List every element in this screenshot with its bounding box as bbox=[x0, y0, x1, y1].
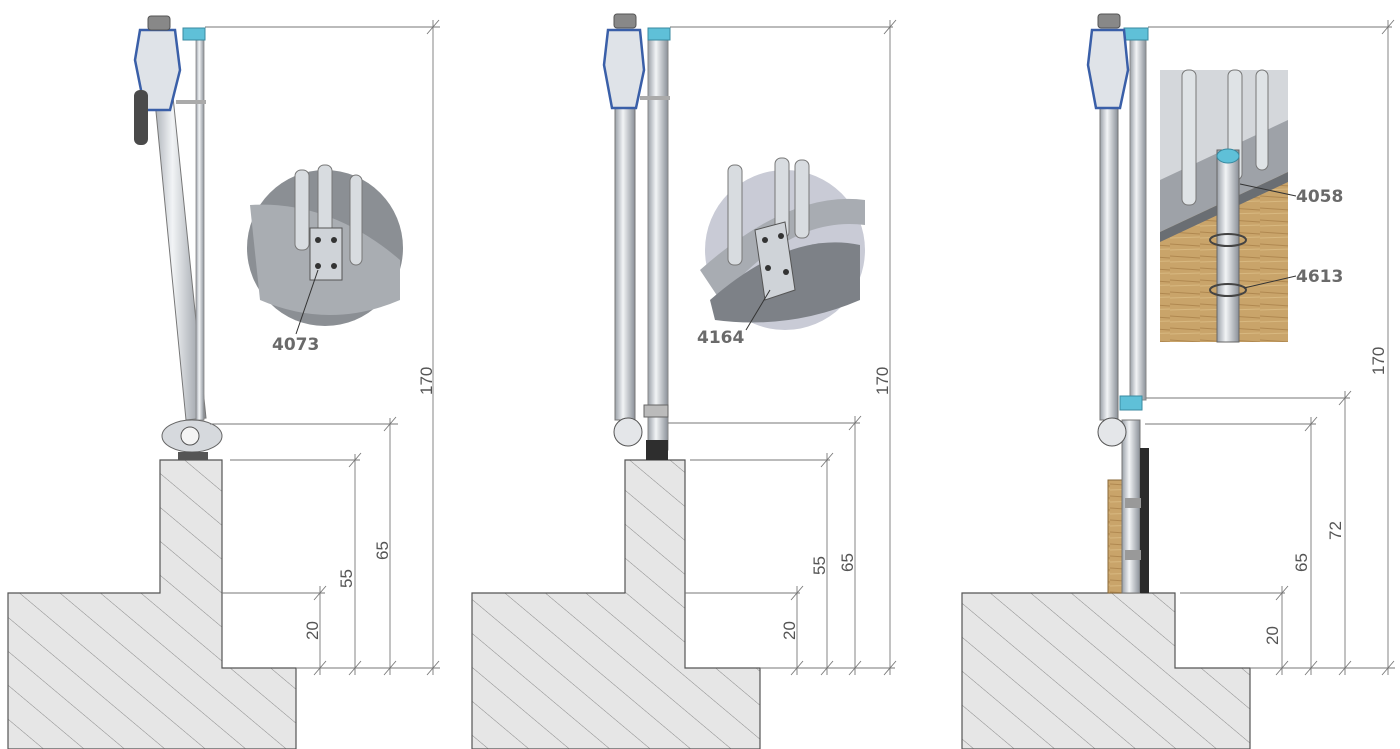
dimension-20-middle: 20 bbox=[780, 621, 799, 640]
panel-left: 4073 170 65 55 20 bbox=[7, 15, 440, 749]
dimension-20-right: 20 bbox=[1263, 626, 1282, 645]
dimension-65-left: 65 bbox=[373, 541, 392, 560]
wall-post-right bbox=[1107, 419, 1149, 594]
lift-mast-left bbox=[133, 15, 223, 460]
detail-bracket-middle bbox=[700, 157, 865, 331]
dimension-lines-middle bbox=[668, 19, 897, 676]
panel-middle: 4164 170 65 55 20 bbox=[471, 13, 897, 749]
dimension-170-left: 170 bbox=[417, 367, 436, 395]
callout-4073: 4073 bbox=[272, 335, 319, 355]
dimension-170-right: 170 bbox=[1369, 347, 1388, 375]
concrete-section-left bbox=[7, 459, 297, 749]
dimension-lines-right bbox=[1145, 19, 1395, 676]
dimension-20-left: 20 bbox=[303, 621, 322, 640]
callout-4164: 4164 bbox=[697, 328, 744, 348]
dimension-65-middle: 65 bbox=[838, 553, 857, 572]
callout-4058: 4058 bbox=[1296, 187, 1343, 207]
lift-mast-right bbox=[1086, 13, 1149, 447]
dimension-55-middle: 55 bbox=[810, 556, 829, 575]
detail-bracket-left bbox=[247, 164, 403, 335]
dimension-55-left: 55 bbox=[337, 569, 356, 588]
concrete-section-middle bbox=[471, 459, 761, 749]
panel-right: 4058 4613 170 72 65 20 bbox=[961, 13, 1395, 749]
callout-4613: 4613 bbox=[1296, 267, 1343, 287]
dimension-72-right: 72 bbox=[1326, 521, 1345, 540]
concrete-section-right bbox=[961, 592, 1251, 749]
dimension-65-right: 65 bbox=[1292, 553, 1311, 572]
dimension-170-middle: 170 bbox=[873, 367, 892, 395]
dimension-lines-left bbox=[205, 19, 440, 676]
detail-clamp-right bbox=[1160, 69, 1297, 343]
lift-mast-middle bbox=[602, 13, 671, 460]
